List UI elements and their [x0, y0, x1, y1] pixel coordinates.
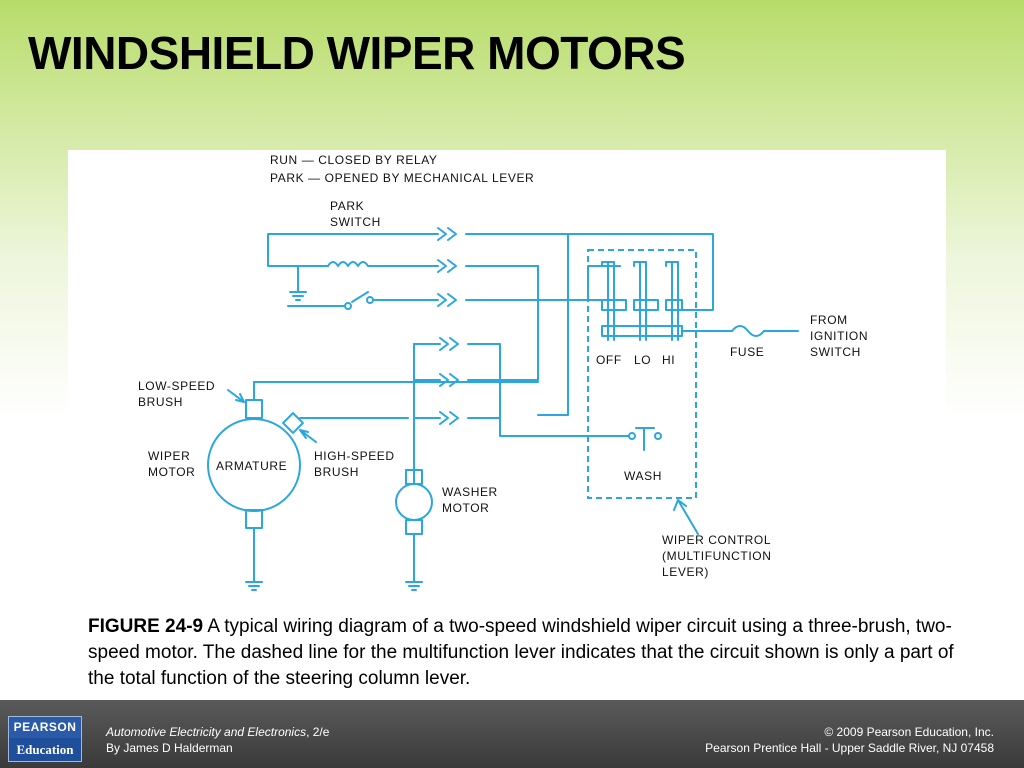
label-hi: HI: [662, 353, 675, 367]
label-high-speed-1: HIGH-SPEED: [314, 449, 395, 463]
label-washer-motor-1: WASHER: [442, 485, 498, 499]
label-fuse: FUSE: [730, 345, 764, 359]
relay-coil: [327, 261, 369, 267]
label-off: OFF: [596, 353, 622, 367]
figure-caption: FIGURE 24-9 A typical wiring diagram of …: [88, 614, 978, 692]
label-wiper-motor-2: MOTOR: [148, 465, 195, 479]
publisher: Pearson Prentice Hall - Upper Saddle Riv…: [705, 741, 994, 755]
book-title: Automotive Electricity and Electronics: [106, 725, 307, 739]
label-low-speed-1: LOW-SPEED: [138, 379, 215, 393]
connector-chevrons: [437, 227, 459, 425]
label-park-switch-1: PARK: [330, 199, 364, 213]
label-wash: WASH: [624, 469, 662, 483]
label-control-2: (MULTIFUNCTION: [662, 549, 772, 563]
wire-park-right: [465, 233, 569, 383]
book-author: By James D Halderman: [106, 741, 233, 755]
fuse-symbol: [731, 325, 765, 337]
label-low-speed-2: BRUSH: [138, 395, 183, 409]
logo-bottom-text: Education: [16, 742, 74, 757]
multifunction-boundary: [587, 249, 697, 499]
label-from-3: SWITCH: [810, 345, 861, 359]
label-control-3: LEVER): [662, 565, 709, 579]
label-high-speed-2: BRUSH: [314, 465, 359, 479]
pearson-logo: PEARSON Education: [8, 716, 82, 762]
label-control-1: WIPER CONTROL: [662, 533, 771, 547]
wiring-diagram: RUN — CLOSED BY RELAY PARK — OPENED BY M…: [68, 150, 946, 596]
figure-number: FIGURE 24-9: [88, 616, 204, 637]
slide-footer: PEARSON Education Automotive Electricity…: [0, 700, 1024, 768]
label-armature: ARMATURE: [216, 459, 287, 473]
wiring-diagram-svg: RUN — CLOSED BY RELAY PARK — OPENED BY M…: [138, 153, 868, 591]
label-park: PARK — OPENED BY MECHANICAL LEVER: [270, 171, 534, 185]
label-lo: LO: [634, 353, 651, 367]
switch-contacts: [601, 261, 683, 341]
label-wiper-motor-1: WIPER: [148, 449, 190, 463]
label-washer-motor-2: MOTOR: [442, 501, 489, 515]
label-from-1: FROM: [810, 313, 848, 327]
label-park-switch-2: SWITCH: [330, 215, 381, 229]
label-from-2: IGNITION: [810, 329, 868, 343]
logo-top-text: PEARSON: [9, 717, 81, 738]
copyright: © 2009 Pearson Education, Inc.: [824, 725, 994, 739]
footer-publisher-info: © 2009 Pearson Education, Inc. Pearson P…: [705, 724, 994, 756]
slide-title: WINDSHIELD WIPER MOTORS: [28, 27, 686, 79]
book-edition: , 2/e: [306, 725, 330, 739]
footer-book-info: Automotive Electricity and Electronics, …: [106, 724, 329, 756]
caption-text: A typical wiring diagram of a two-speed …: [88, 616, 954, 689]
label-run: RUN — CLOSED BY RELAY: [270, 153, 438, 167]
